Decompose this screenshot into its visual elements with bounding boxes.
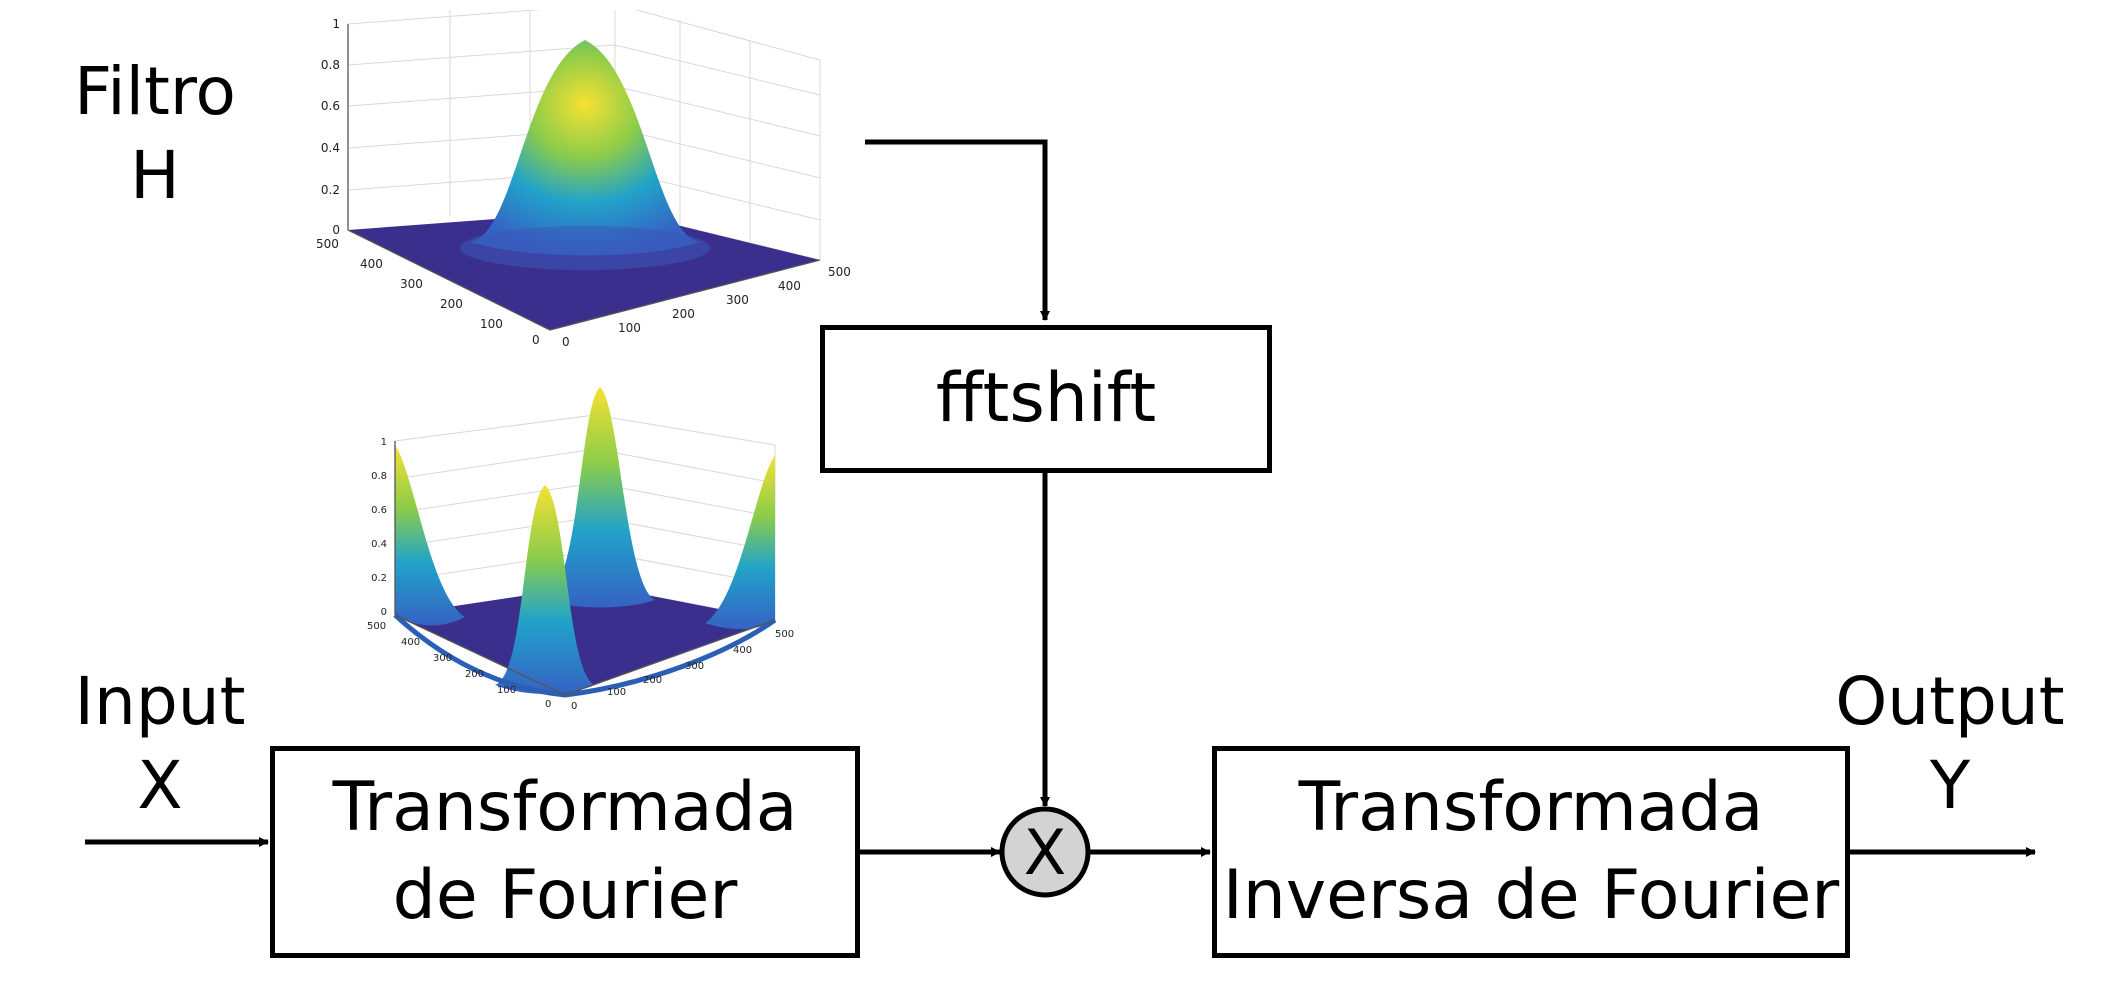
- filter-label-line2: H: [130, 137, 180, 214]
- z-tick: 0.8: [321, 58, 340, 72]
- fourier-transform-box: Transformada de Fourier: [270, 746, 860, 958]
- z-tick: 0.2: [321, 183, 340, 197]
- x-tick: 0: [571, 701, 577, 712]
- x-tick: 0: [562, 335, 570, 349]
- output-label: Output Y: [1820, 660, 2080, 828]
- multiplier-symbol: X: [1024, 816, 1066, 889]
- y-tick-labels: 500 400 300 200 100 0: [367, 621, 551, 710]
- z-tick: 0.6: [321, 99, 340, 113]
- z-tick-labels: 1 0.8 0.6 0.4 0.2 0: [321, 17, 340, 237]
- x-tick: 100: [607, 687, 626, 698]
- z-tick: 0.2: [371, 573, 387, 584]
- z-tick: 0: [381, 607, 387, 618]
- x-tick: 400: [778, 279, 801, 293]
- y-tick: 500: [367, 621, 386, 632]
- y-tick: 300: [400, 277, 423, 291]
- inverse-box-line1: Transformada: [1298, 768, 1764, 847]
- plot-axes: [394, 441, 776, 696]
- x-tick: 500: [775, 629, 794, 640]
- surface-floor: [348, 210, 820, 330]
- y-tick: 0: [545, 699, 551, 710]
- output-label-line1: Output: [1835, 663, 2065, 740]
- output-label-line2: Y: [1929, 747, 1971, 824]
- y-tick-labels: 500 400 300 200 100 0: [316, 237, 540, 347]
- filter-surface-plot-shifted: 1 0.8 0.6 0.4 0.2 0 500 400 300 200 100 …: [367, 387, 794, 712]
- z-tick: 0.4: [371, 539, 387, 550]
- plot-axes: [347, 24, 821, 331]
- surface-left-lobe: [395, 445, 465, 626]
- surface-base-halo: [460, 226, 710, 270]
- y-tick: 200: [440, 297, 463, 311]
- fftshift-box-label: fftshift: [935, 359, 1157, 438]
- x-tick: 400: [733, 645, 752, 656]
- filter-surface-plot-centered: 1 0.8 0.6 0.4 0.2 0 500 400 300 200 100 …: [316, 10, 851, 349]
- surface-peak: [470, 40, 700, 256]
- y-tick: 400: [401, 637, 420, 648]
- filter-to-fftshift-arrow: [865, 139, 1050, 321]
- surface-right-lobe: [705, 455, 775, 630]
- multiplier-circle: [999, 806, 1091, 898]
- z-tick: 0.4: [321, 141, 340, 155]
- surface-front-lobe: [495, 485, 595, 694]
- surface-back-lobe: [545, 387, 655, 608]
- y-tick: 100: [480, 317, 503, 331]
- x-tick: 300: [726, 293, 749, 307]
- input-label-line2: X: [137, 747, 183, 824]
- y-tick: 400: [360, 257, 383, 271]
- x-tick: 100: [618, 321, 641, 335]
- z-tick: 0.8: [371, 471, 387, 482]
- surface-floor: [395, 585, 775, 695]
- x-tick-labels: 0 100 200 300 400 500: [571, 629, 794, 712]
- input-label-line1: Input: [74, 663, 246, 740]
- inverse-box-line2: Inversa de Fourier: [1222, 856, 1840, 935]
- x-tick-labels: 0 100 200 300 400 500: [562, 265, 851, 349]
- inverse-fourier-box: Transformada Inversa de Fourier: [1212, 746, 1850, 958]
- fourier-box-line1: Transformada: [332, 768, 798, 847]
- x-tick: 200: [672, 307, 695, 321]
- filter-label: Filtro H: [40, 50, 270, 218]
- filter-label-line1: Filtro: [74, 53, 236, 130]
- z-tick: 0: [332, 223, 340, 237]
- z-tick: 0.6: [371, 505, 387, 516]
- y-tick: 300: [433, 653, 452, 664]
- z-tick: 1: [381, 437, 387, 448]
- x-tick: 200: [643, 675, 662, 686]
- y-tick: 200: [465, 669, 484, 680]
- y-tick: 0: [532, 333, 540, 347]
- fourier-box-line2: de Fourier: [392, 856, 738, 935]
- input-label: Input X: [50, 660, 270, 828]
- x-tick: 300: [685, 661, 704, 672]
- z-tick: 1: [332, 17, 340, 31]
- x-tick: 500: [828, 265, 851, 279]
- z-tick-labels: 1 0.8 0.6 0.4 0.2 0: [371, 437, 387, 618]
- fftshift-box: fftshift: [820, 325, 1272, 473]
- y-tick: 500: [316, 237, 339, 251]
- y-tick: 100: [497, 685, 516, 696]
